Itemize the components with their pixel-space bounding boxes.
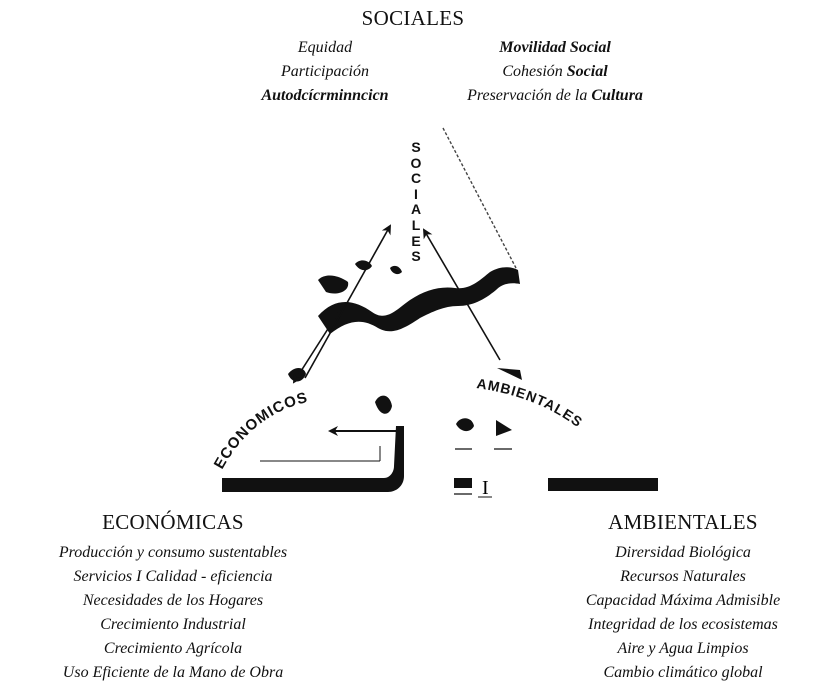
sociales-item: Participación bbox=[281, 63, 369, 80]
sociales-item: Movilidad Social bbox=[499, 39, 611, 56]
economicas-item: Producción y consumo sustentables bbox=[58, 544, 288, 561]
vertical-letter: A bbox=[410, 201, 422, 218]
blob bbox=[355, 260, 372, 271]
left-diagonal-arrow-down bbox=[292, 309, 341, 384]
dashed-edge bbox=[442, 127, 517, 269]
sociales-vertical-label: S O C I A L E S bbox=[405, 139, 427, 265]
center-glyph: I bbox=[482, 477, 489, 499]
sociales-heading: SOCIALES bbox=[361, 6, 465, 30]
economicas-item: Crecimiento Industrial bbox=[100, 616, 246, 633]
blob bbox=[496, 420, 512, 436]
sociales-item-strong: Social bbox=[566, 63, 608, 80]
sociales-left-list: Equidad Participación Autodcícrminncicn bbox=[230, 36, 420, 108]
economicas-heading: ECONÓMICAS bbox=[102, 510, 244, 534]
vertical-letter: L bbox=[411, 216, 421, 233]
vertical-letter: S bbox=[411, 248, 421, 265]
economicas-item: Uso Eficiente de la Mano de Obra bbox=[62, 664, 284, 681]
vertical-letter: I bbox=[414, 185, 418, 202]
economicos-arc-label: ECONOMICOS bbox=[211, 389, 310, 472]
sociales-item-strong: Cultura bbox=[591, 87, 643, 104]
ambientales-heading: AMBIENTALES bbox=[608, 510, 758, 534]
vertical-letter: O bbox=[410, 154, 422, 171]
ambientales-item: Aire y Agua Limpios bbox=[617, 640, 749, 657]
sociales-item: Equidad bbox=[297, 39, 353, 56]
ambientales-item: Recursos Naturales bbox=[620, 568, 746, 585]
blob bbox=[288, 368, 306, 382]
left-diagonal-arrow bbox=[304, 224, 391, 379]
blob bbox=[390, 265, 402, 275]
wavy-band bbox=[318, 267, 520, 334]
sociales-item: Preservación de la Cultura bbox=[430, 84, 680, 108]
vertical-letter: C bbox=[410, 170, 422, 187]
economicas-item: Necesidades de los Hogares bbox=[82, 592, 264, 609]
center-block bbox=[454, 478, 472, 488]
sociales-item: Autodcícrminncicn bbox=[261, 87, 389, 104]
ambientales-item: Dirersidad Biológica bbox=[615, 544, 751, 561]
right-base-block bbox=[548, 478, 658, 491]
ambientales-item: Integridad de los ecosistemas bbox=[588, 616, 778, 633]
left-base-bracket bbox=[222, 426, 404, 492]
sociales-item-text: Preservación de la bbox=[467, 87, 592, 104]
blob bbox=[318, 275, 349, 294]
sociales-item: Cohesión Social bbox=[430, 60, 680, 84]
right-diagonal-arrow bbox=[422, 228, 501, 361]
vertical-letter: S bbox=[411, 139, 421, 155]
ambientales-arc-label: AMBIENTALES bbox=[476, 375, 586, 430]
economicas-list: Producción y consumo sustentables Servic… bbox=[0, 541, 346, 685]
economicas-item: Crecimiento Agrícola bbox=[103, 640, 243, 657]
blob bbox=[375, 395, 392, 414]
economicas-item: Servicios I Calidad - eficiencia bbox=[73, 568, 273, 585]
blob bbox=[497, 368, 522, 380]
sociales-right-list: Movilidad Social Cohesión Social Preserv… bbox=[430, 36, 680, 108]
ambientales-list: Dirersidad Biológica Recursos Naturales … bbox=[540, 541, 826, 685]
sociales-item-text: Cohesión bbox=[502, 63, 567, 80]
ambientales-item: Capacidad Máxima Admisible bbox=[585, 592, 781, 609]
blob bbox=[456, 418, 474, 432]
vertical-letter: E bbox=[411, 232, 421, 249]
ambientales-item: Cambio climático global bbox=[603, 664, 763, 681]
